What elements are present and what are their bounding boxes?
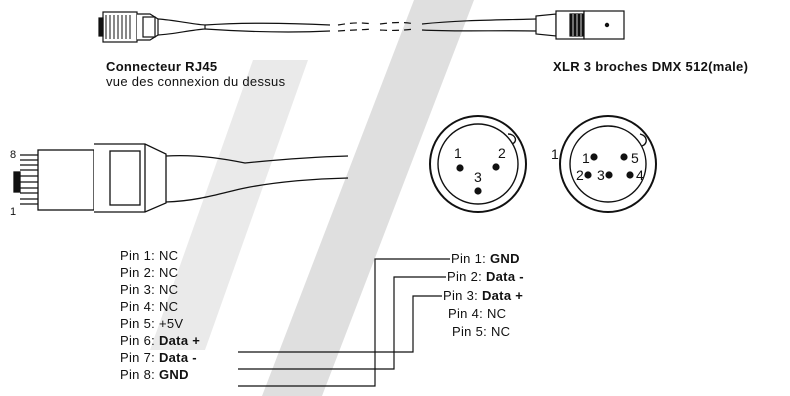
rj45-pin-row-4: Pin 4: NC [120,299,179,314]
xlr-pin-row-3: Pin 3: Data + [443,288,524,303]
rj45-pin-row-5: Pin 5: +5V [120,316,184,331]
xlr5-pin-3-label: 3 [597,167,605,183]
xlr5-pin-2-label: 2 [576,167,584,183]
xlr5-side-label: 1 [551,146,559,162]
xlr5-pin-5-label: 5 [631,150,639,166]
rj45-pin-row-7: Pin 7: Data - [120,350,197,365]
rj45-pin-row-2: Pin 2: NC [120,265,179,280]
xlr5-pin-1-label: 1 [582,150,590,166]
rj45-pin-row-8: Pin 8: GND [120,367,189,382]
xlr3-pin-3-label: 3 [474,169,482,185]
xlr3-pin-2-label: 2 [498,145,506,161]
top-cable-illustration [98,10,625,43]
watermark [150,0,474,396]
rj45-pin1-edge-label: 1 [10,206,17,218]
xlr-pin-row-1: Pin 1: GND [451,251,520,266]
xlr-title: XLR 3 broches DMX 512(male) [553,59,749,74]
rj45-plug-drawing [13,143,349,213]
xlr-pin-row-5: Pin 5: NC [452,324,511,339]
xlr3-pin-1-label: 1 [454,145,462,161]
xlr-pin-row-2: Pin 2: Data - [447,269,524,284]
xlr3-face-drawing [429,115,527,213]
xlr5-pin-4-label: 4 [636,167,644,183]
wiring-lines [238,258,450,387]
xlr-pin-row-4: Pin 4: NC [448,306,507,321]
xlr5-face-drawing [559,115,657,213]
rj45-pin-row-1: Pin 1: NC [120,248,179,263]
rj45-subtitle: vue des connexion du dessus [106,74,286,89]
rj45-title: Connecteur RJ45 [106,59,218,74]
rj45-pin-row-3: Pin 3: NC [120,282,179,297]
rj45-pin-row-6: Pin 6: Data + [120,333,201,348]
rj45-pin8-edge-label: 8 [10,149,17,161]
